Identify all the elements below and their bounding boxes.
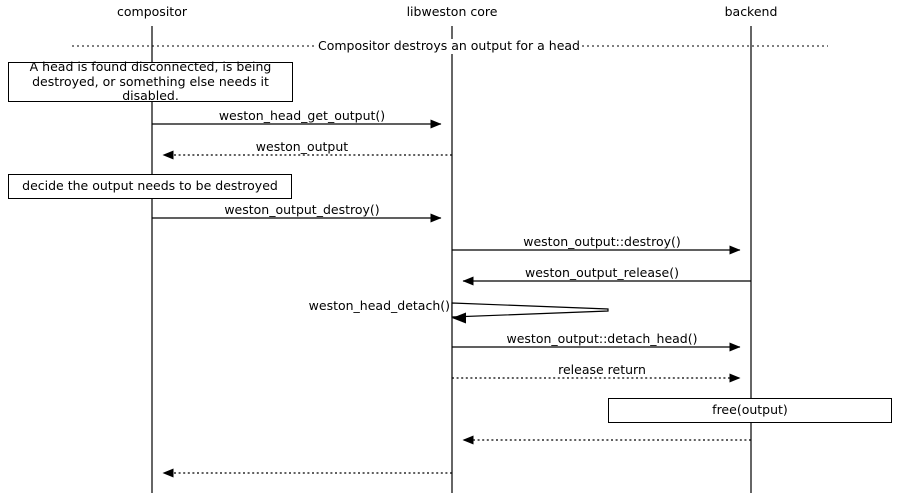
actor-label-compositor: compositor — [117, 4, 187, 19]
message-label-m2: weston_output — [255, 139, 349, 154]
note-head-disconnected: A head is found disconnected, is being d… — [8, 59, 293, 103]
message-label-m6: weston_head_detach() — [308, 298, 450, 313]
actor-label-libweston-core: libweston core — [406, 4, 498, 19]
actor-label-backend: backend — [724, 4, 778, 19]
message-label-m8: release return — [558, 362, 646, 377]
message-label-m5: weston_output_release() — [525, 265, 679, 280]
message-label-m4: weston_output::destroy() — [523, 234, 681, 249]
message-label-m3: weston_output_destroy() — [224, 202, 380, 217]
note-free-output: free(output) — [608, 398, 892, 423]
message-label-m1: weston_head_get_output() — [218, 108, 386, 123]
self-message-m6 — [451, 302, 609, 324]
note-decide-destroy: decide the output needs to be destroyed — [8, 174, 292, 199]
section-title: Compositor destroys an output for a head — [317, 38, 581, 54]
message-label-m7: weston_output::detach_head() — [506, 331, 698, 346]
